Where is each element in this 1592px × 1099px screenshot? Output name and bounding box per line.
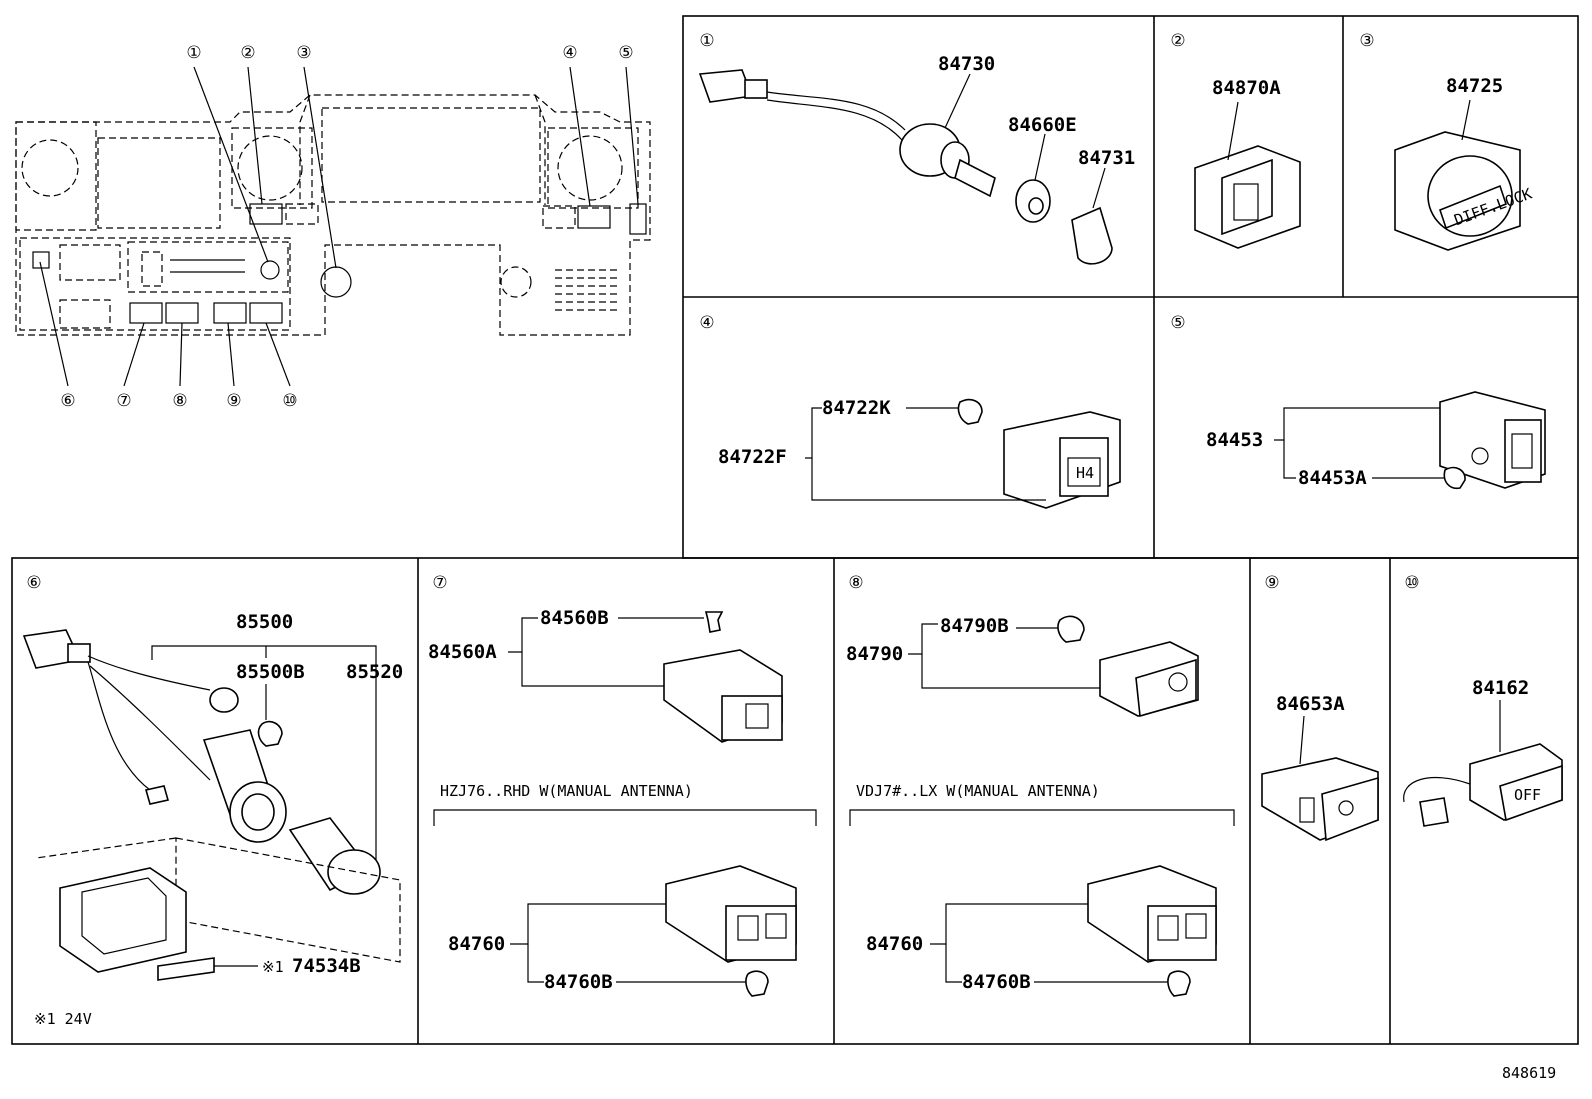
part-84760B: 84760B [962, 971, 1031, 993]
panel-3-number: ③ [1359, 31, 1374, 51]
part-84730: 84730 [938, 53, 995, 75]
connector-plug [1419, 797, 1449, 827]
part-84725: 84725 [1446, 75, 1503, 97]
panel-9-number: ⑨ [1264, 573, 1279, 593]
panel-5-number: ⑤ [1170, 313, 1185, 333]
panel-2-number: ② [1170, 31, 1185, 51]
part-84722F: 84722F [718, 446, 787, 468]
panel-5: ⑤ 84453 84453A [1170, 313, 1546, 490]
callout-8: ⑧ [172, 391, 187, 411]
part-74534B: 74534B [292, 955, 361, 977]
bulb-85500B [257, 720, 283, 747]
note-24v: ※1 24V [34, 1010, 92, 1028]
condition-label-7: HZJ76..RHD W(MANUAL ANTENNA) [440, 782, 693, 800]
callout-7: ⑦ [116, 391, 131, 411]
bulb-84760B [1167, 970, 1191, 997]
part-84560B: 84560B [540, 607, 609, 629]
bulb-84453A [1443, 466, 1466, 490]
ref-mark: ※1 [262, 958, 284, 976]
panel-grid [11, 15, 1579, 1045]
callout-9: ⑨ [226, 391, 241, 411]
panel-10-number: ⑩ [1404, 573, 1419, 593]
bulb-84560B [704, 611, 724, 633]
panel-4-number: ④ [699, 313, 714, 333]
part-84162: 84162 [1472, 677, 1529, 699]
panel-1: ① 84730 84660E 84731 [698, 31, 1135, 265]
bulb-84790B [1057, 615, 1085, 643]
panel-6-number: ⑥ [26, 573, 41, 593]
part-84453: 84453 [1206, 429, 1263, 451]
panel-1-number: ① [699, 31, 714, 51]
callout-5: ⑤ [618, 43, 633, 63]
part-85520: 85520 [346, 661, 403, 683]
diagram-id: 848619 [1502, 1064, 1556, 1082]
dashboard-overview: ① ② ③ ④ ⑤ ⑥ ⑦ ⑧ ⑨ ⑩ [15, 43, 651, 411]
bezel-74534B [59, 867, 187, 973]
panel-9: ⑨ 84653A [1261, 573, 1379, 842]
callout-3: ③ [296, 43, 311, 63]
panel-8-number: ⑧ [848, 573, 863, 593]
panel-7-number: ⑦ [432, 573, 447, 593]
part-84760: 84760 [448, 933, 505, 955]
bulb-84760B [745, 970, 769, 997]
part-84760: 84760 [866, 933, 923, 955]
part-85500: 85500 [236, 611, 293, 633]
callout-6: ⑥ [60, 391, 75, 411]
part-84790B: 84790B [940, 615, 1009, 637]
part-84731: 84731 [1078, 147, 1135, 169]
part-84453A: 84453A [1298, 467, 1367, 489]
panel-10: ⑩ OFF 84162 [1403, 573, 1563, 827]
panel-3: ③ DIFF.LOCK 84725 [1359, 31, 1534, 251]
panel-4: ④ H4 84722K 84722F [699, 313, 1121, 509]
part-84870A: 84870A [1212, 77, 1281, 99]
panel-2: ② 84870A [1170, 31, 1301, 249]
h4-label: H4 [1076, 464, 1094, 482]
off-label: OFF [1514, 786, 1541, 804]
part-84722K: 84722K [822, 397, 891, 419]
part-84560A: 84560A [428, 641, 497, 663]
panel-7: ⑦ 84560B 84560A HZJ76..RHD W(MANUAL ANTE… [428, 573, 817, 997]
callout-1: ① [186, 43, 201, 63]
part-84660E: 84660E [1008, 114, 1077, 136]
callout-4: ④ [562, 43, 577, 63]
callout-10: ⑩ [282, 391, 297, 411]
knob-cap-84731 [1071, 206, 1113, 265]
panel-6: ⑥ 85500 85500B 85520 ※1 74534B [22, 573, 403, 1028]
part-84760B: 84760B [544, 971, 613, 993]
bulb-84722K [957, 398, 983, 425]
part-84653A: 84653A [1276, 693, 1345, 715]
part-85500B: 85500B [236, 661, 305, 683]
part-84790: 84790 [846, 643, 903, 665]
panel-8: ⑧ 84790B 84790 VDJ7#..LX W(MANUAL ANTENN… [846, 573, 1235, 997]
condition-label-8: VDJ7#..LX W(MANUAL ANTENNA) [856, 782, 1100, 800]
callout-2: ② [240, 43, 255, 63]
